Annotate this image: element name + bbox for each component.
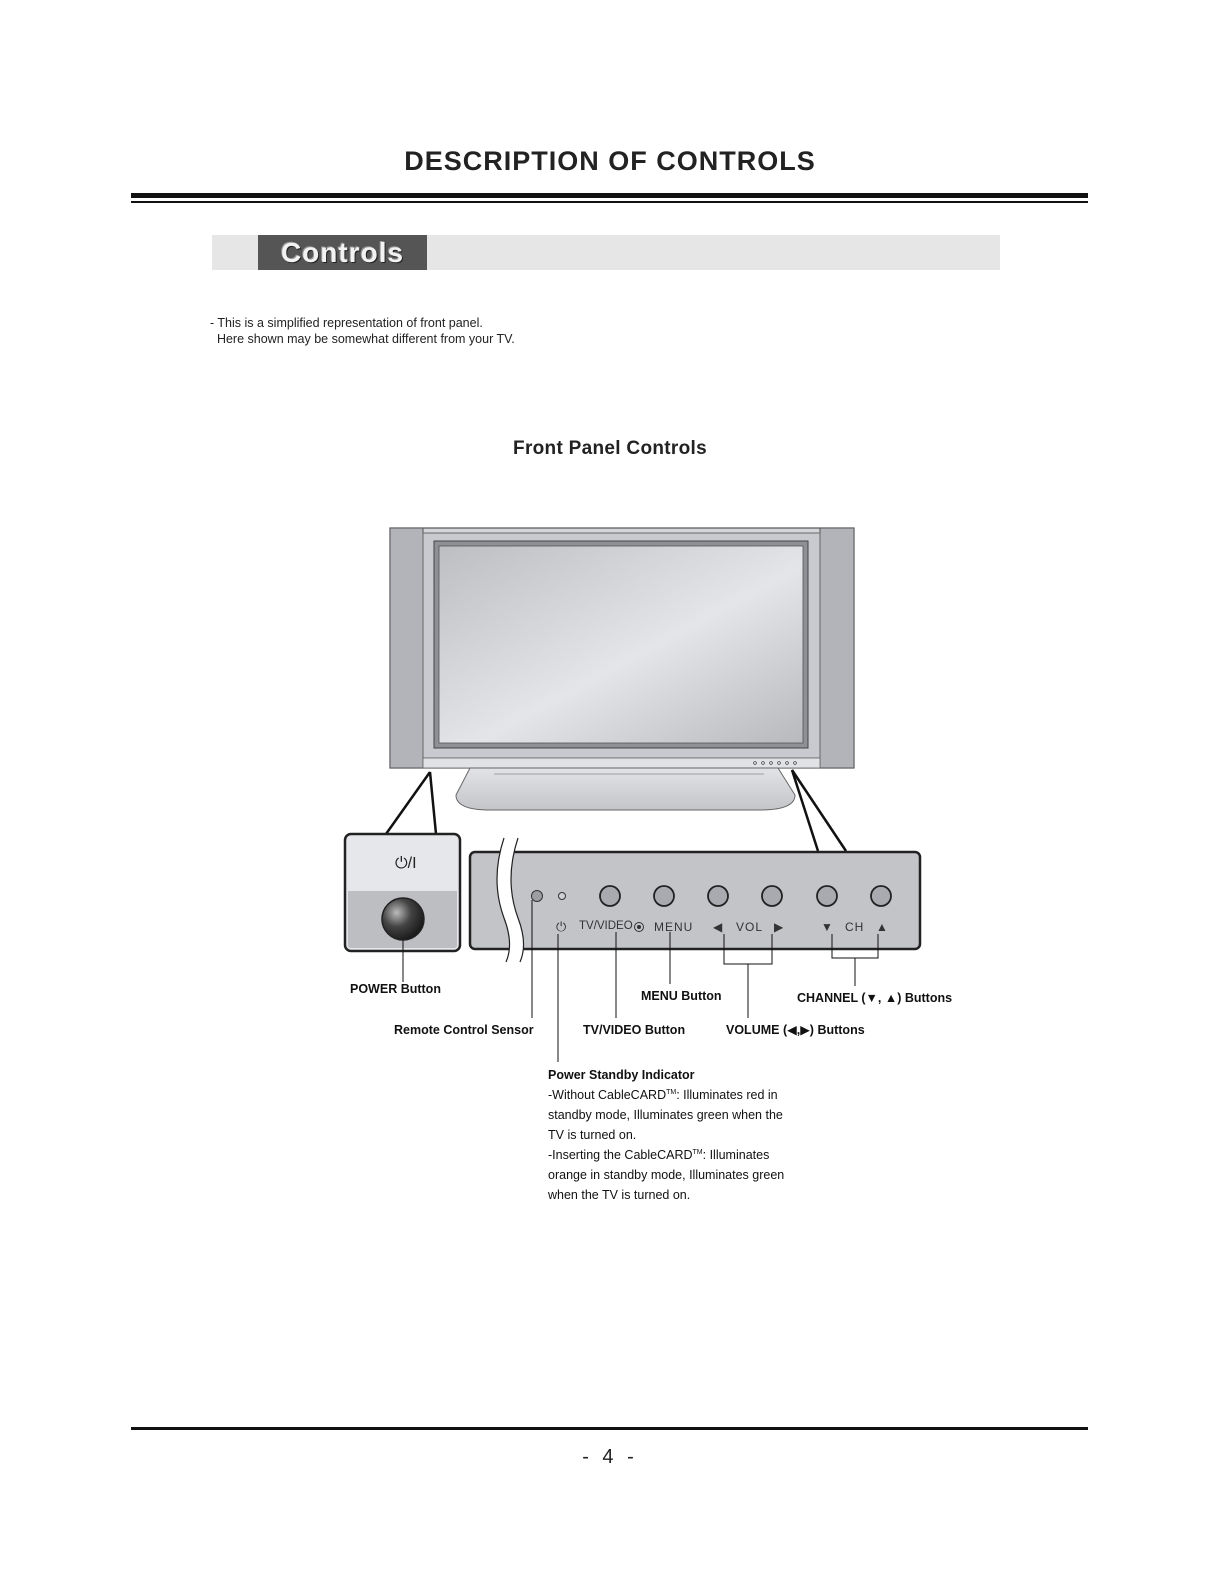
- callout-remote-sensor: Remote Control Sensor: [394, 1023, 534, 1037]
- vol-right-arrow-icon: ▶: [774, 920, 785, 934]
- standby-desc-line-4: -Inserting the CableCARDTM: Illuminates: [548, 1148, 770, 1162]
- callout-menu-button: MENU Button: [641, 989, 722, 1003]
- tv-front-buttons: [753, 761, 797, 765]
- standby-symbol-icon: ⏻: [556, 919, 568, 934]
- vol-left-arrow-icon: ◀: [713, 920, 724, 934]
- ch-up-button-icon: [870, 885, 892, 907]
- tv-video-button-icon: [599, 885, 621, 907]
- panel-label-menu: MENU: [654, 920, 694, 934]
- section-title: Controls: [258, 235, 427, 270]
- tv-illustration: [389, 527, 855, 811]
- remote-sensor-icon: [531, 890, 543, 902]
- footer-rule: [131, 1427, 1088, 1430]
- ch-up-arrow-icon: ▲: [876, 920, 889, 934]
- page-title: DESCRIPTION OF CONTROLS: [404, 146, 816, 176]
- panel-label-ch: CH: [845, 920, 865, 934]
- callout-volume-buttons: VOLUME (◀,▶) Buttons: [726, 1023, 865, 1037]
- callout-tv-video-button: TV/VIDEO Button: [583, 1023, 686, 1037]
- ch-down-button-icon: [816, 885, 838, 907]
- standby-desc-line-2: standby mode, Illuminates green when the: [548, 1108, 783, 1122]
- standby-led-icon: [558, 892, 566, 900]
- vol-down-button-icon: [707, 885, 729, 907]
- intro-line-2: Here shown may be somewhat different fro…: [210, 332, 515, 346]
- intro-line-1: - This is a simplified representation of…: [210, 316, 483, 330]
- standby-desc-line-5: orange in standby mode, Illuminates gree…: [548, 1168, 785, 1182]
- title-rule-thick: [131, 193, 1088, 198]
- vol-up-button-icon: [761, 885, 783, 907]
- standby-desc-line-1: -Without CableCARDTM: Illuminates red in: [548, 1088, 778, 1102]
- panel-label-tv-video: TV/VIDEO: [579, 920, 633, 932]
- power-button-inset: [343, 832, 462, 953]
- menu-button-icon: [653, 885, 675, 907]
- standby-desc-line-6: when the TV is turned on.: [548, 1188, 691, 1202]
- standby-desc-line-3: TV is turned on.: [548, 1128, 637, 1142]
- callout-channel-buttons: CHANNEL (▼, ▲) Buttons: [797, 991, 953, 1005]
- control-panel-inset: [468, 837, 922, 963]
- ch-down-arrow-icon: ▼: [821, 920, 834, 934]
- title-rule-thin: [131, 201, 1088, 203]
- power-knob-icon: [381, 897, 425, 941]
- standby-indicator-title: Power Standby Indicator: [548, 1068, 695, 1082]
- callout-power-button: POWER Button: [350, 982, 441, 996]
- panel-label-vol: VOL: [736, 920, 764, 934]
- power-symbol-label: ⏻/I: [395, 855, 417, 872]
- diagram-title: Front Panel Controls: [513, 438, 707, 459]
- page-number: - 4 -: [582, 1446, 638, 1468]
